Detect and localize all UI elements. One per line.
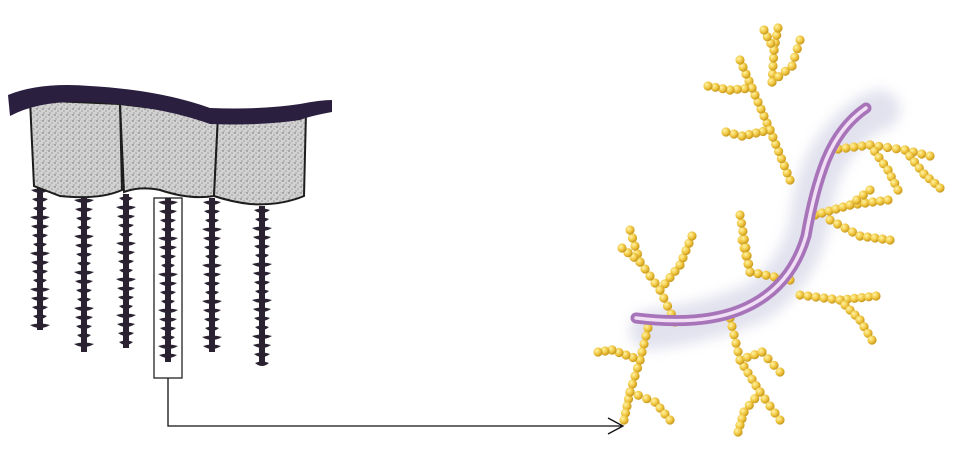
sugar-bead (740, 235, 749, 244)
tissue-section (8, 85, 332, 378)
sugar-bead (761, 271, 770, 280)
sugar-bead (634, 391, 643, 400)
sugar-bead (885, 235, 894, 244)
sugar-chain (735, 210, 754, 276)
sugar-bead (737, 131, 746, 140)
sugar-bead (659, 293, 668, 302)
sugar-chain (721, 125, 774, 140)
sugar-bead (665, 415, 674, 424)
sugar-bead (892, 144, 901, 153)
projection-column (252, 206, 272, 366)
sugar-chain (593, 345, 644, 364)
sugar-bead (773, 23, 782, 32)
sugar-bead (737, 219, 746, 228)
glycoprotein-molecule (593, 23, 944, 436)
sugar-bead (729, 129, 738, 138)
sugar-bead (865, 185, 874, 194)
sugar-bead (787, 61, 796, 70)
sugar-bead (731, 339, 740, 348)
projection-column (30, 186, 50, 330)
projection-column (158, 198, 178, 362)
sugar-chain (825, 215, 894, 244)
sugar-bead (721, 127, 730, 136)
cell-left (30, 100, 122, 197)
sugar-bead (729, 330, 738, 339)
sugar-chain (835, 295, 876, 344)
sugar-bead (827, 294, 836, 303)
sugar-bead (849, 142, 858, 151)
sugar-bead (857, 141, 866, 150)
sugar-bead (753, 269, 762, 278)
sugar-bead (775, 415, 784, 424)
sugar-bead (687, 231, 696, 240)
sugar-bead (803, 291, 812, 300)
sugar-bead (769, 53, 778, 62)
sugar-bead (628, 233, 637, 242)
sugar-bead (735, 55, 744, 64)
sugar-bead (883, 195, 892, 204)
sugar-chain (625, 387, 674, 424)
sugar-bead (642, 394, 651, 403)
sugar-bead (768, 61, 777, 70)
sugar-bead (625, 387, 634, 396)
sugar-bead (935, 183, 944, 192)
sugar-bead (759, 25, 768, 34)
sugar-bead (619, 415, 628, 424)
sugar-bead (735, 210, 744, 219)
oligosaccharide-chains (593, 23, 944, 436)
sugar-bead (883, 143, 892, 152)
sugar-chain (655, 231, 696, 294)
sugar-bead (795, 35, 804, 44)
sugar-bead (775, 367, 784, 376)
sugar-bead (703, 81, 712, 90)
sugar-bead (795, 290, 804, 299)
sugar-bead (625, 225, 634, 234)
sugar-bead (637, 347, 646, 356)
sugar-bead (738, 227, 747, 236)
sugar-bead (628, 379, 637, 388)
projection-column (74, 196, 94, 352)
brush-border-projections (30, 186, 272, 366)
sugar-bead (819, 293, 828, 302)
sugar-bead (790, 53, 799, 62)
sugar-bead (745, 267, 754, 276)
cell-right (214, 112, 306, 204)
sugar-bead (925, 151, 934, 160)
sugar-bead (727, 322, 736, 331)
sugar-chain (735, 347, 784, 376)
sugar-bead (663, 301, 672, 310)
sugar-bead (733, 427, 742, 436)
sugar-bead (811, 292, 820, 301)
sugar-bead (743, 251, 752, 260)
connector-arrow (168, 378, 623, 434)
projection-column (202, 198, 222, 352)
sugar-bead (893, 185, 902, 194)
sugar-bead (741, 243, 750, 252)
sugar-bead (867, 335, 876, 344)
sugar-bead (733, 347, 742, 356)
sugar-bead (630, 371, 639, 380)
sugar-bead (744, 259, 753, 268)
sugar-bead (641, 331, 650, 340)
sugar-bead (639, 339, 648, 348)
sugar-chain (733, 387, 764, 436)
sugar-bead (793, 44, 802, 53)
sugar-bead (617, 243, 626, 252)
sugar-bead (917, 149, 926, 158)
sugar-bead (871, 291, 880, 300)
sugar-bead (841, 143, 850, 152)
sugar-bead (633, 363, 642, 372)
projection-column (116, 194, 136, 348)
sugar-bead (630, 241, 639, 250)
sugar-bead (593, 347, 602, 356)
